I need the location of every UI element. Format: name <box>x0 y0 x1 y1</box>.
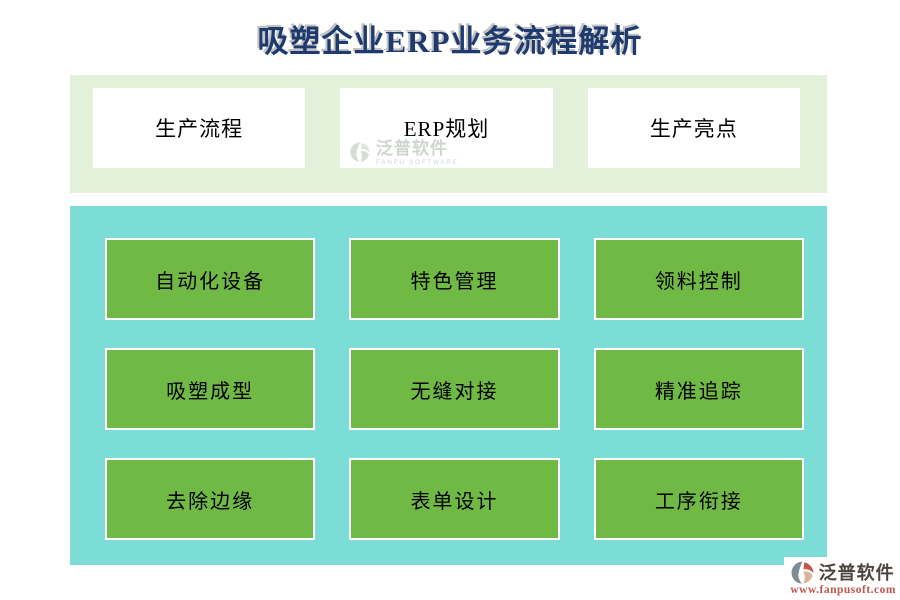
banner-item-label: ERP规划 <box>403 117 490 141</box>
grid-cell-edge-trimming: 去除边缘 <box>105 458 316 540</box>
grid-cell-material-requisition-control: 领料控制 <box>593 238 804 320</box>
banner-item-production-highlights: 生产亮点 <box>587 88 800 168</box>
banner-item-label: 生产亮点 <box>649 117 738 141</box>
footer-logo: 泛普软件 www.fanpusoft.com <box>784 557 900 598</box>
main-grid-panel: 自动化设备 特色管理 领料控制 吸塑成型 无缝对接 精准追踪 去除边缘 表单设计… <box>70 206 827 565</box>
footer-logo-url: www.fanpusoft.com <box>790 584 896 596</box>
grid-cell-featured-management: 特色管理 <box>349 238 560 320</box>
footer-logo-name: 泛普软件 <box>818 562 895 583</box>
banner-item-label: 生产流程 <box>155 117 244 141</box>
grid-cell-blister-forming: 吸塑成型 <box>105 348 316 430</box>
grid-cell-seamless-integration: 无缝对接 <box>349 348 560 430</box>
page-title: 吸塑企业ERP业务流程解析 <box>257 24 643 59</box>
banner-item-production-process: 生产流程 <box>93 88 306 168</box>
grid-cell-process-connection: 工序衔接 <box>593 458 804 540</box>
top-banner: 生产流程 ERP规划 生产亮点 <box>70 75 827 193</box>
grid-cell-automation-equipment: 自动化设备 <box>105 238 316 320</box>
fanpu-logo-icon <box>791 561 814 584</box>
banner-item-erp-planning: ERP规划 <box>340 88 553 168</box>
grid-cell-precise-tracking: 精准追踪 <box>593 348 804 430</box>
grid-cell-form-design: 表单设计 <box>349 458 560 540</box>
